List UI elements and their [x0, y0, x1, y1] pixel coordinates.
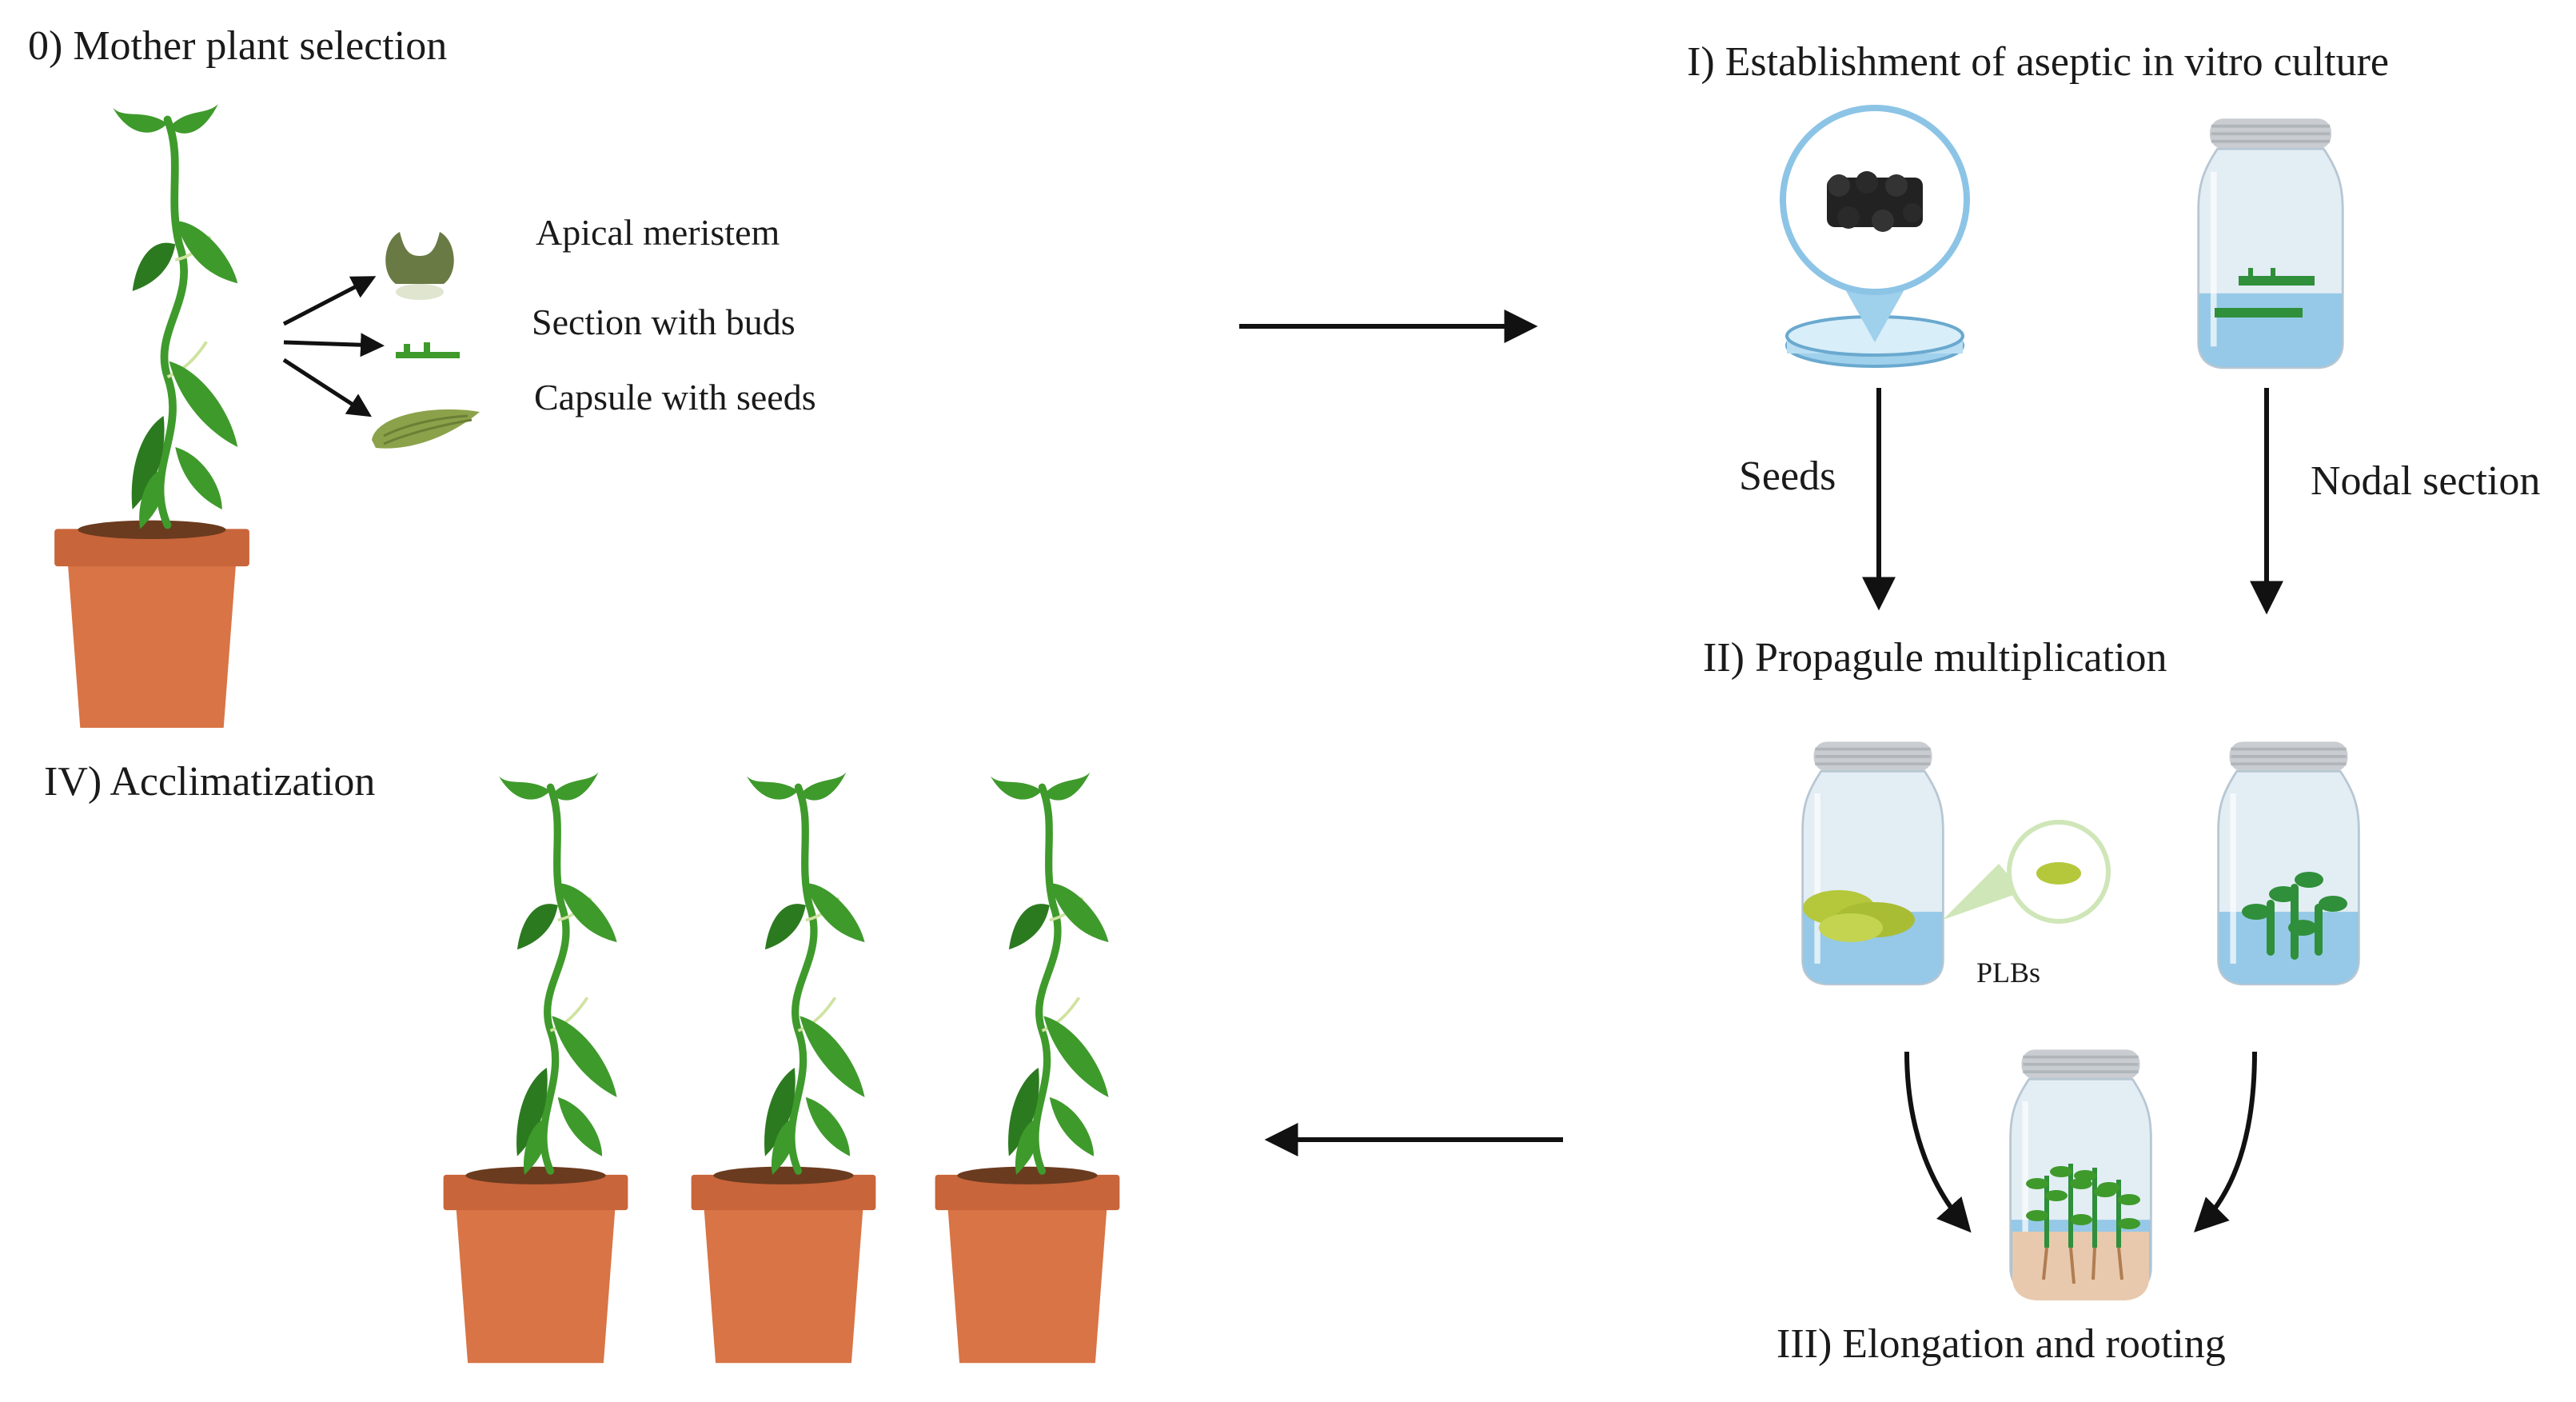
arrow-to-section	[283, 333, 385, 357]
capsule-with-seeds-label: Capsule with seeds	[534, 377, 816, 417]
rooting-culture-jar-icon	[2011, 1049, 2151, 1300]
mother-plant-icon	[54, 104, 249, 728]
establishment-title: I) Establishment of aseptic in vitro cul…	[1687, 39, 2389, 85]
nodal-culture-jar-icon	[2199, 118, 2343, 368]
arrow-to-apical	[282, 276, 377, 326]
seeds-label: Seeds	[1739, 453, 1836, 499]
acclimatized-plant-icon	[444, 773, 628, 1363]
apical-meristem-label: Apical meristem	[536, 212, 780, 253]
acclimatized-plant-icon	[935, 773, 1120, 1363]
nodal-section-label: Nodal section	[2311, 458, 2541, 504]
section-with-buds-label: Section with buds	[532, 302, 796, 342]
seed-capsule-icon	[372, 409, 480, 449]
acclimatization-title: IV) Acclimatization	[44, 759, 376, 805]
plb-to-rooting-arrow	[1904, 1051, 1972, 1233]
magnifier-icon	[1780, 105, 1970, 342]
apical-meristem-icon	[385, 232, 454, 300]
shoot-to-rooting-arrow	[2194, 1051, 2257, 1232]
shoot-culture-jar-icon	[2219, 741, 2359, 984]
arrow-to-capsule	[282, 357, 373, 417]
elongation-title: III) Elongation and rooting	[1776, 1321, 2226, 1367]
plb-culture-jar-icon	[1803, 741, 1944, 984]
bud-section-icon	[396, 342, 460, 358]
mother-plant-title: 0) Mother plant selection	[28, 23, 448, 69]
plb-magnifier-icon	[1943, 820, 2111, 924]
plbs-label: PLBs	[1976, 957, 2041, 989]
acclimatized-plant-icon	[692, 773, 876, 1363]
propagule-title: II) Propagule multiplication	[1703, 635, 2167, 681]
